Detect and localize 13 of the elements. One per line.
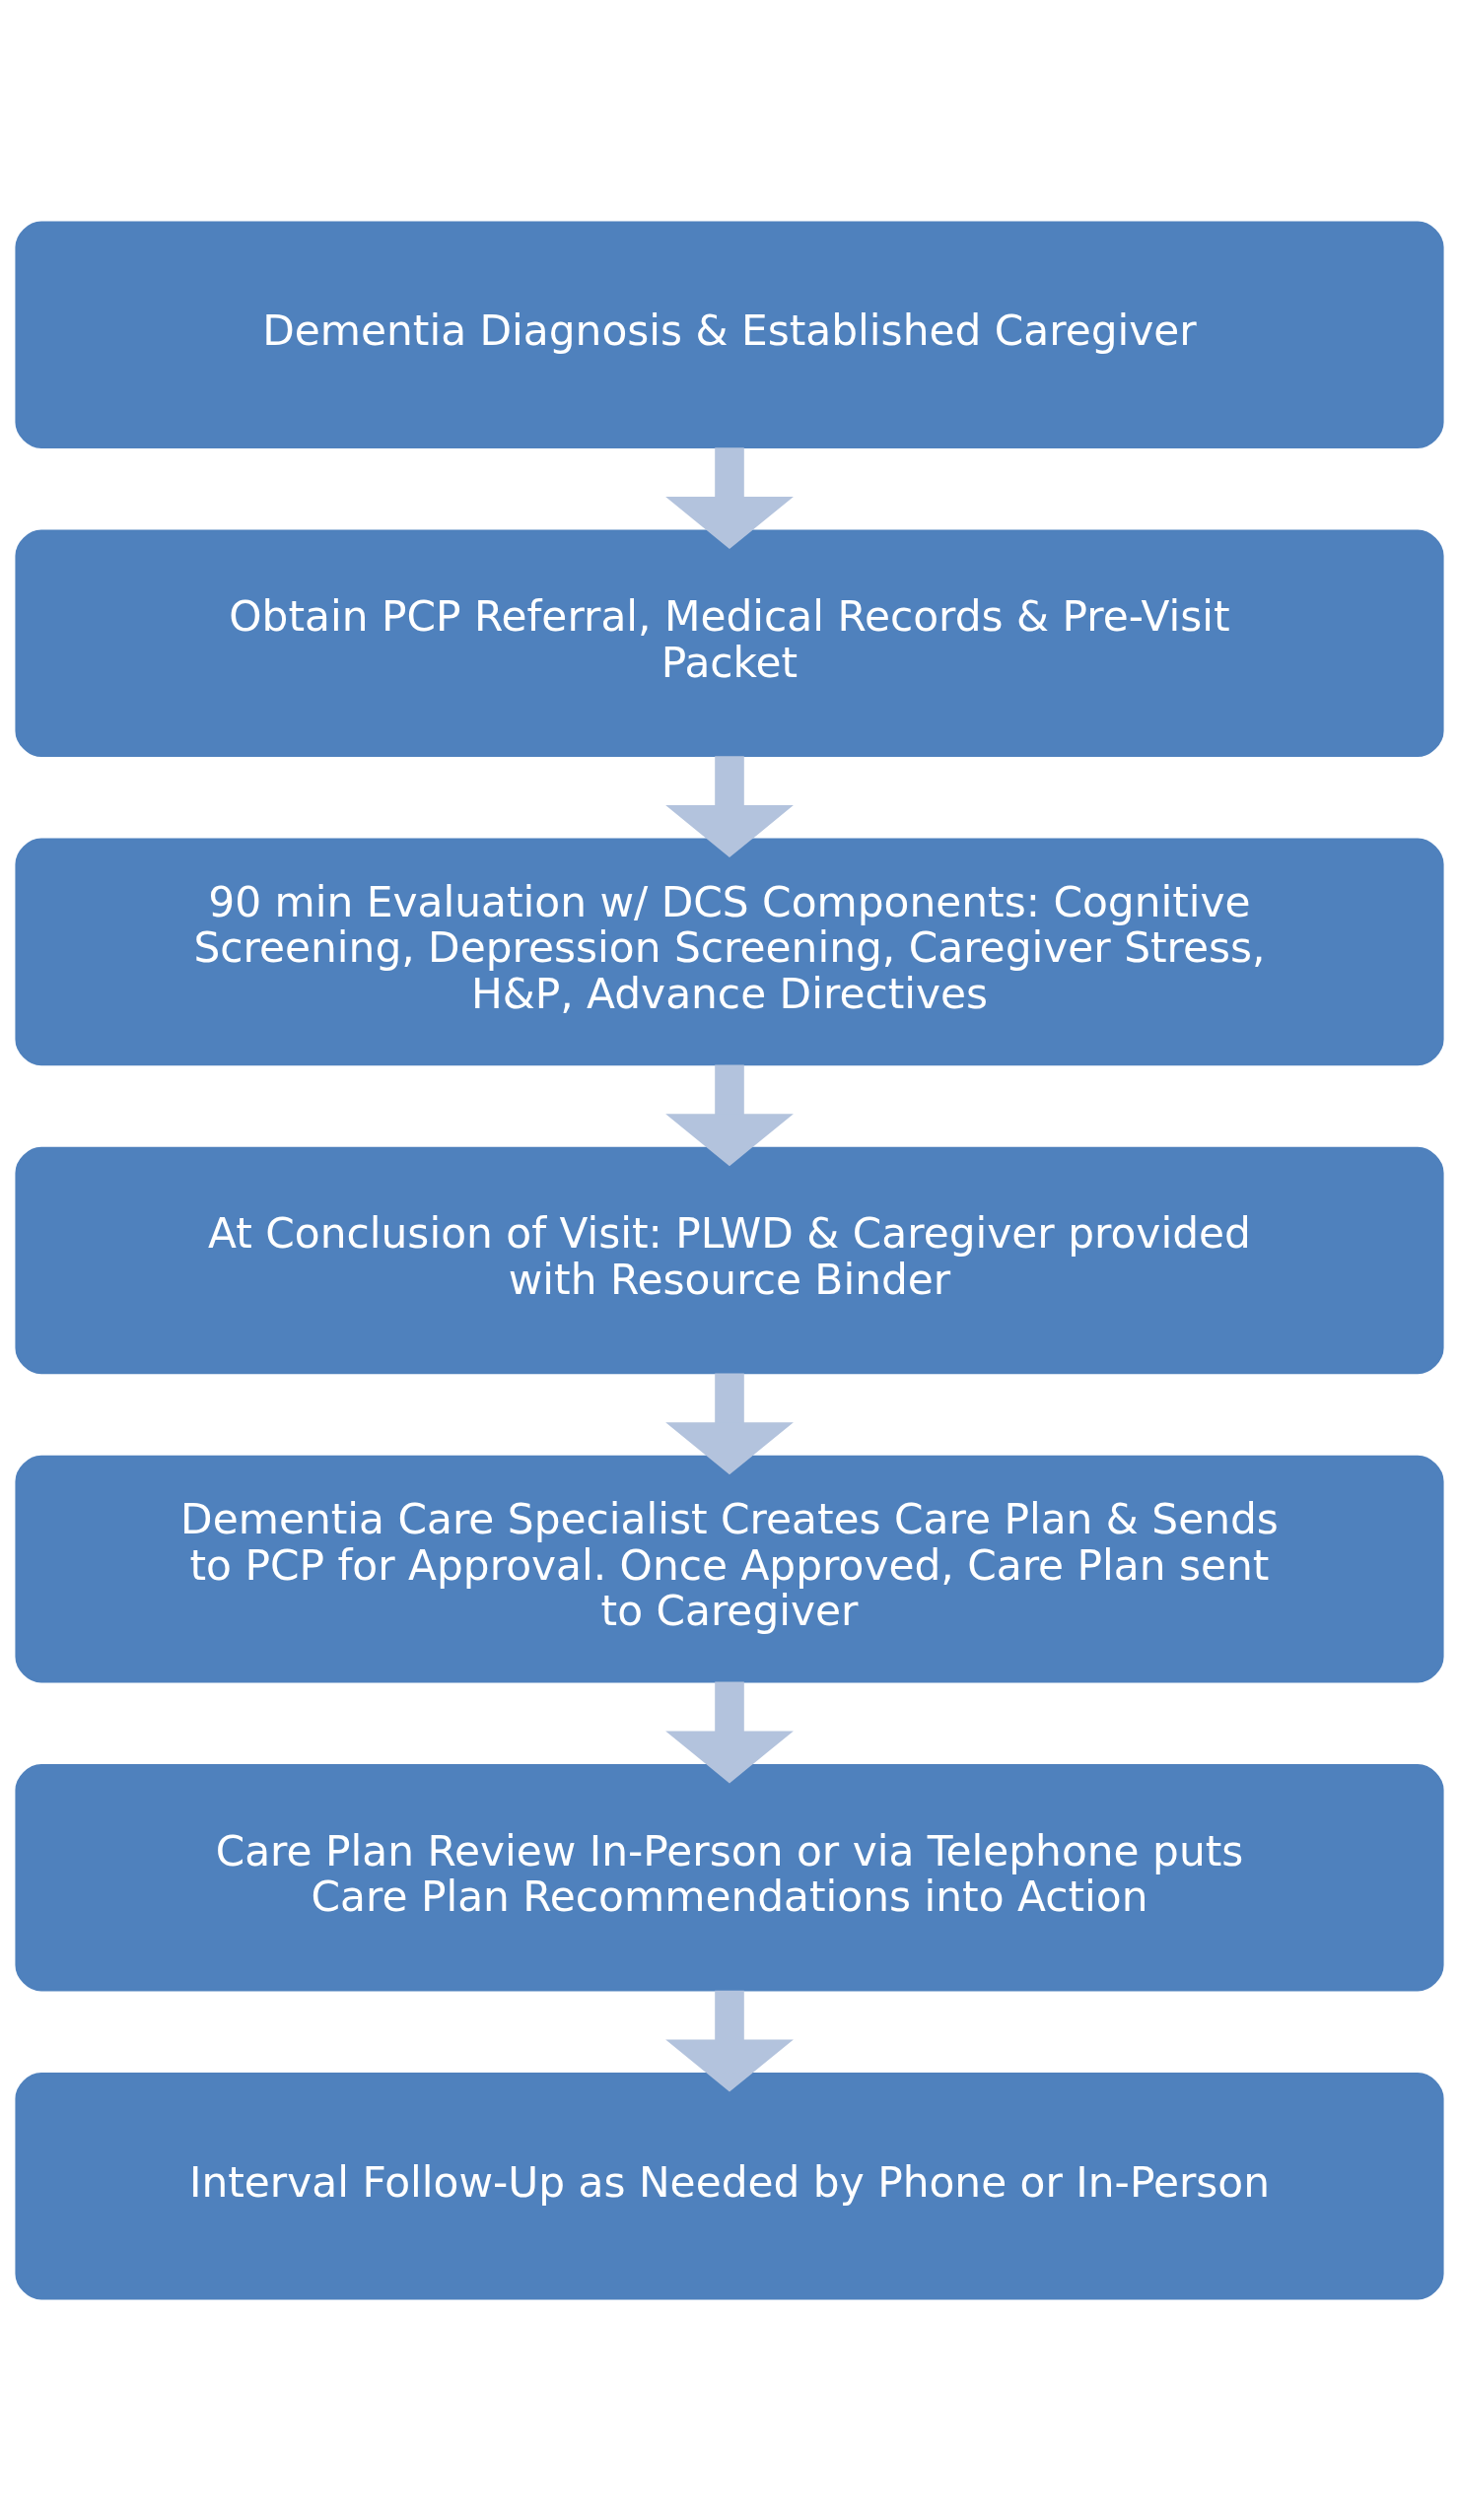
node-box: Obtain PCP Referral, Medical Records & Pre-Visit Packet (15, 529, 1444, 757)
arrow (665, 1681, 794, 1783)
node-box: Interval Follow-Up as Needed by Phone or In-Person (15, 2072, 1444, 2300)
arrow (665, 1373, 794, 1474)
node-box: At Conclusion of Visit: PLWD & Caregiver provided with Resource Binder (15, 1146, 1444, 1374)
node-box: 90 min Evaluation w/ DCS Components: Cognitive Screening, Depression Screening, Caregiver Stress, H&P, Advance Directives (15, 838, 1444, 1065)
arrow (665, 1990, 794, 2091)
node-box: Care Plan Review In-Person or via Telephone puts Care Plan Recommendations into Action (15, 1763, 1444, 1991)
arrow (665, 446, 794, 549)
arrow (665, 755, 794, 857)
node-box: Dementia Care Specialist Creates Care Plan & Sends to PCP for Approval. Once Approved, Care Plan sent to Caregiver (15, 1455, 1444, 1682)
arrow (665, 1063, 794, 1166)
node-box: Dementia Diagnosis & Established Caregiver (15, 220, 1444, 448)
